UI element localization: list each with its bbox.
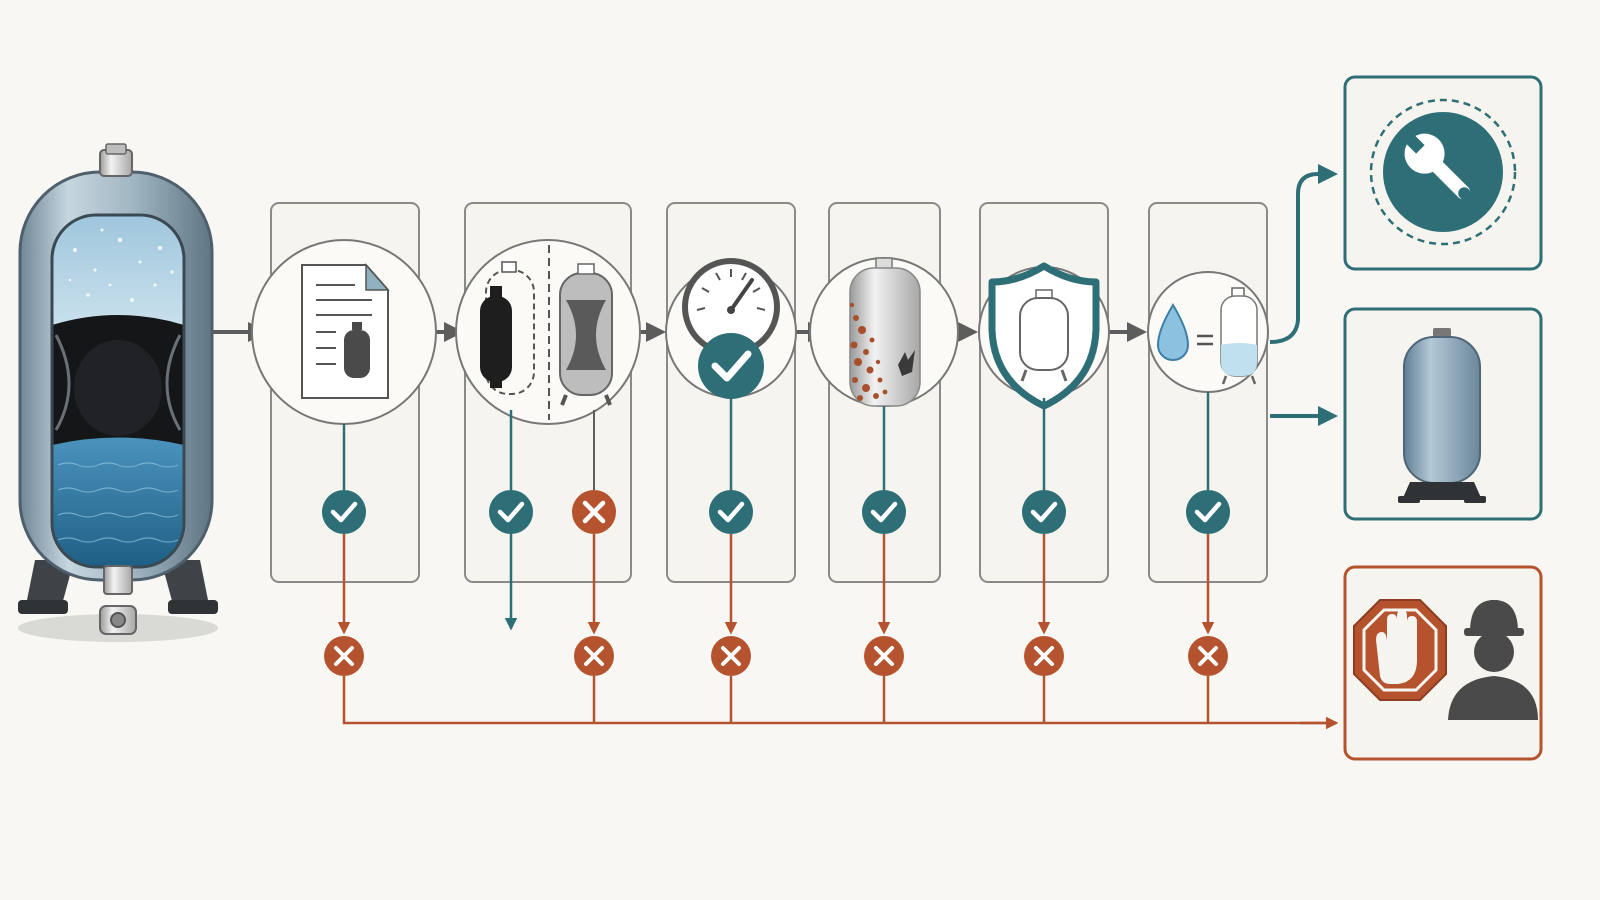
outcome-service bbox=[1343, 75, 1543, 271]
pressure-gauge-icon bbox=[665, 258, 797, 399]
worker-icon bbox=[1448, 600, 1538, 720]
cutaway-pressure-tank-icon bbox=[18, 143, 218, 642]
check-icon bbox=[709, 490, 753, 534]
check-icons bbox=[322, 490, 1230, 534]
x-icon bbox=[572, 490, 616, 534]
x-icon bbox=[1024, 636, 1064, 676]
bladder-compare-icon bbox=[455, 239, 641, 425]
water-drop-equals-tank-icon bbox=[1147, 271, 1269, 393]
new-tank-icon bbox=[1398, 328, 1486, 503]
outcome-replace-tank bbox=[1343, 307, 1543, 521]
check-icon bbox=[1022, 490, 1066, 534]
fail-paths bbox=[337, 534, 1339, 730]
check-icon bbox=[489, 490, 533, 534]
corroded-tank-icon bbox=[809, 257, 959, 407]
x-icon bbox=[574, 636, 614, 676]
check-icon bbox=[1186, 490, 1230, 534]
check-icon bbox=[322, 490, 366, 534]
x-icon bbox=[711, 636, 751, 676]
x-icon bbox=[864, 636, 904, 676]
outcome-arrows bbox=[1269, 164, 1338, 426]
x-icon bbox=[1188, 636, 1228, 676]
shield-tank-icon bbox=[978, 262, 1110, 410]
pass-connectors bbox=[342, 392, 1210, 631]
check-icon bbox=[862, 490, 906, 534]
x-icons bbox=[324, 490, 1228, 676]
outcome-stop-call-professional bbox=[1343, 565, 1543, 761]
document-tank-icon bbox=[251, 239, 437, 425]
x-icon bbox=[324, 636, 364, 676]
stop-hand-icon bbox=[1353, 599, 1447, 701]
step-panels bbox=[270, 202, 1268, 583]
wrench-icon bbox=[1400, 129, 1471, 200]
